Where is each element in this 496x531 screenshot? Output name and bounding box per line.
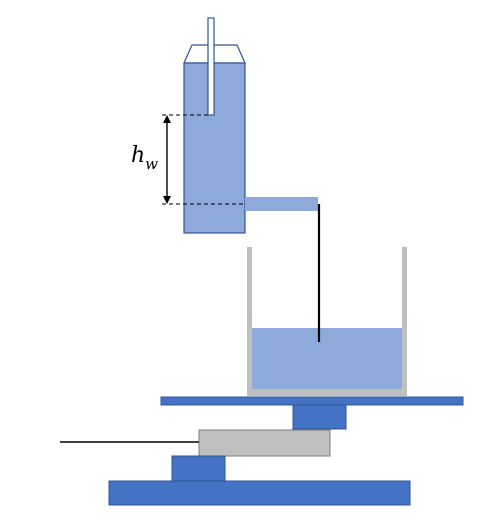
container-right-wall <box>402 247 407 392</box>
height-label: hw <box>131 143 158 173</box>
lower-support-block <box>171 455 226 482</box>
air-inlet-tube <box>207 17 215 116</box>
container-left-wall <box>247 247 252 392</box>
container-bottom <box>247 389 407 396</box>
load-cell <box>198 429 331 457</box>
base-plate <box>108 480 411 506</box>
balance-pan <box>160 396 464 406</box>
outlet-pipe <box>245 197 318 211</box>
container-water <box>252 328 402 389</box>
upper-support-block <box>292 404 347 430</box>
